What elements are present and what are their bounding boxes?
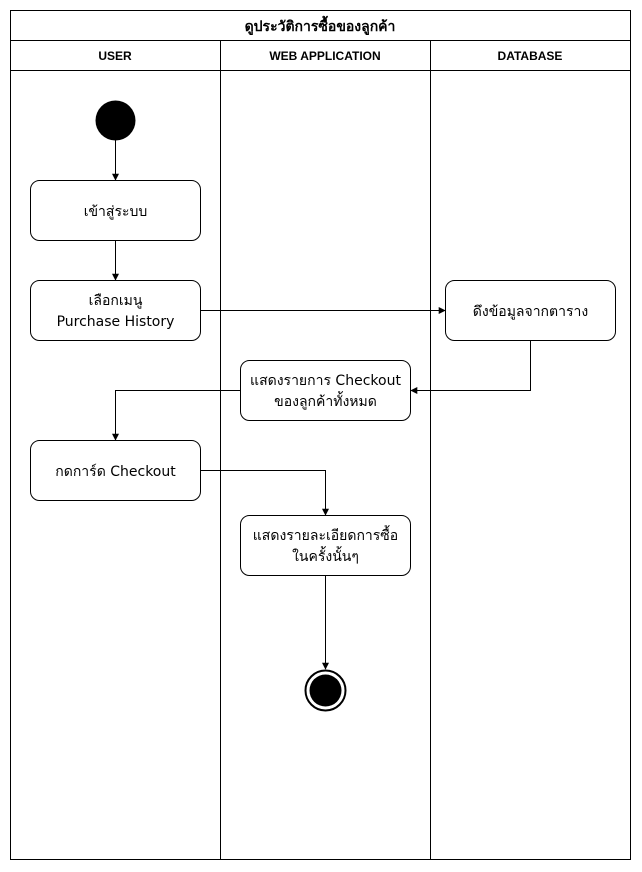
lane-header-database: DATABASE bbox=[498, 49, 563, 63]
activity-show-purchase-detail-label-line2: ในครั้งนั้นๆ bbox=[292, 546, 359, 565]
activity-click-checkout-card-label: กดการ์ด Checkout bbox=[55, 463, 176, 480]
activity-login-label: เข้าสู่ระบบ bbox=[84, 204, 148, 220]
activity-show-checkout-list: แสดงรายการ Checkout ของลูกค้าทั้งหมด bbox=[240, 360, 411, 421]
activity-select-menu-label-line1: เลือกเมนู bbox=[89, 293, 143, 309]
lane-header-web-application: WEB APPLICATION bbox=[269, 49, 380, 63]
activity-show-purchase-detail-label-line1: แสดงรายละเอียดการซื้อ bbox=[253, 525, 398, 544]
end-node bbox=[304, 669, 347, 712]
diagram-frame bbox=[10, 10, 631, 860]
activity-fetch-data-label: ดึงข้อมูลจากตาราง bbox=[473, 304, 588, 320]
activity-select-menu-label-line2: Purchase History bbox=[57, 314, 175, 330]
lane-header-user: USER bbox=[98, 49, 132, 63]
start-node bbox=[95, 100, 136, 141]
edge-list-to-click bbox=[112, 390, 241, 441]
activity-select-menu: เลือกเมนู Purchase History bbox=[30, 280, 201, 341]
activity-click-checkout-card: กดการ์ด Checkout bbox=[30, 440, 201, 501]
edge-fetch-to-list bbox=[410, 340, 531, 394]
activity-show-checkout-list-label-line1: แสดงรายการ Checkout bbox=[250, 373, 401, 389]
activity-fetch-data: ดึงข้อมูลจากตาราง bbox=[445, 280, 616, 341]
activity-show-checkout-list-label-line2: ของลูกค้าทั้งหมด bbox=[274, 391, 377, 410]
edge-click-to-detail bbox=[200, 470, 329, 516]
diagram-title: ดูประวัติการซื้อของลูกค้า bbox=[245, 15, 396, 35]
activity-login: เข้าสู่ระบบ bbox=[30, 180, 201, 241]
activity-show-purchase-detail: แสดงรายละเอียดการซื้อ ในครั้งนั้นๆ bbox=[240, 515, 411, 576]
